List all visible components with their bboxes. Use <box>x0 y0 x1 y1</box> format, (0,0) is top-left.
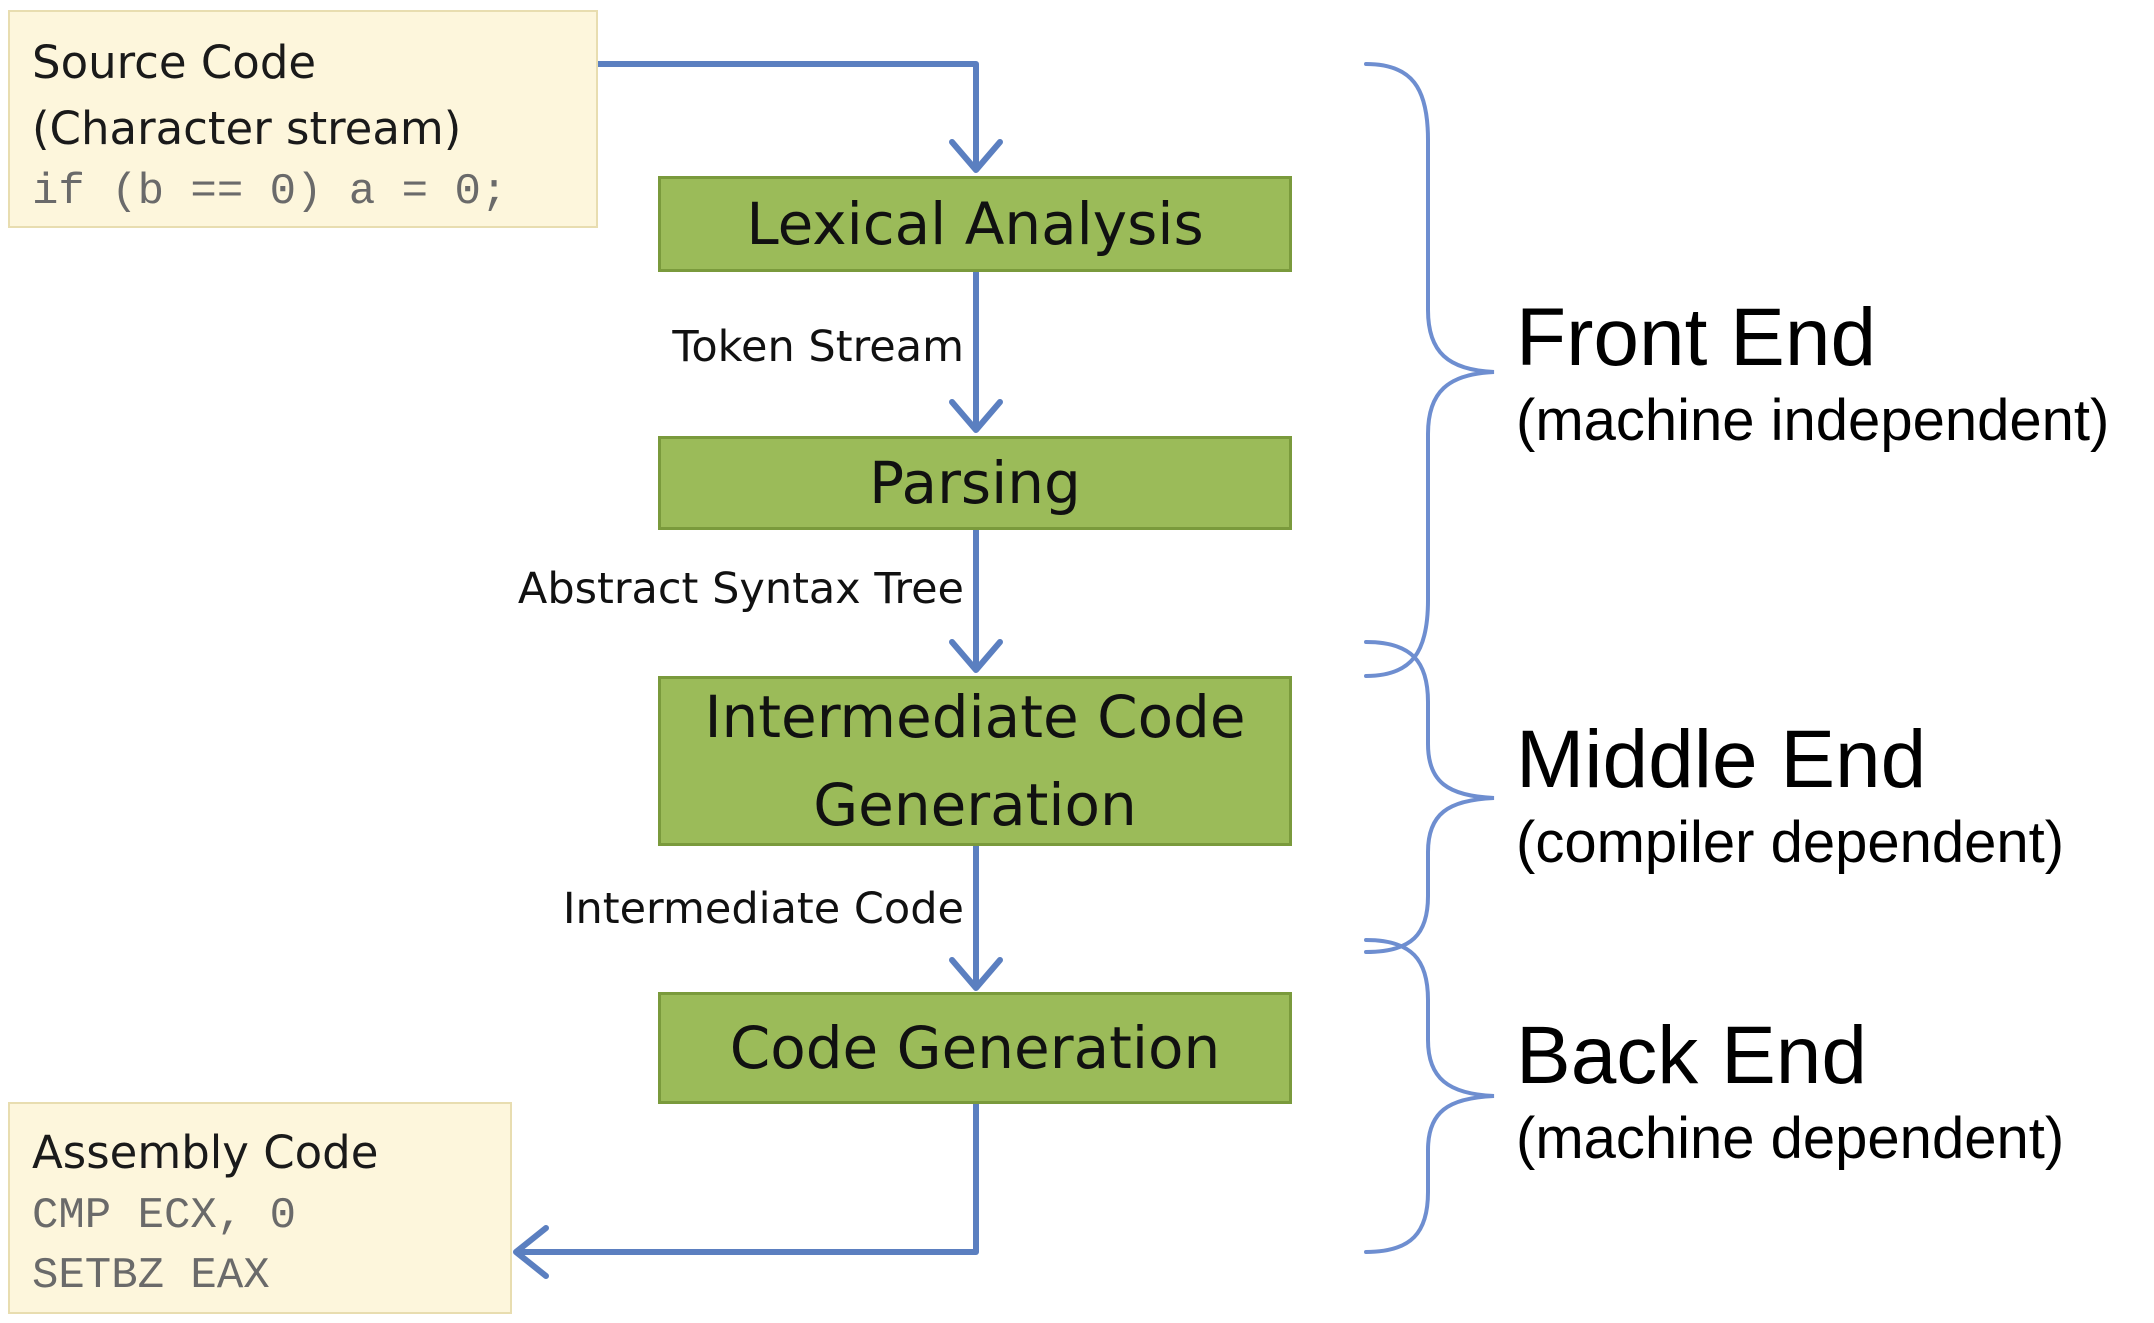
arrowhead-codegen <box>949 957 1003 991</box>
edge-label-intermediate-code: Intermediate Code <box>562 884 964 934</box>
assembly-code-line-2: SETBZ EAX <box>32 1251 270 1301</box>
stage-parsing-label: Parsing <box>869 449 1081 517</box>
phase-front-end-name: Front End <box>1516 292 1877 383</box>
source-code-snippet: if (b == 0) a = 0; <box>32 167 508 217</box>
edge-label-abstract-syntax-tree: Abstract Syntax Tree <box>517 564 964 614</box>
arrow-codegen-to-assembly <box>515 1101 979 1255</box>
phase-back-end-name: Back End <box>1516 1010 1867 1101</box>
phase-middle-end: Middle End (compiler dependent) <box>1516 714 2064 880</box>
stage-code-generation: Code Generation <box>658 992 1292 1104</box>
edge-label-token-stream: Token Stream <box>672 322 964 372</box>
stage-lexical-analysis-label: Lexical Analysis <box>746 190 1204 258</box>
phase-front-end-note: (machine independent) <box>1516 388 2110 453</box>
phase-front-end: Front End (machine independent) <box>1516 292 2109 458</box>
phase-back-end: Back End (machine dependent) <box>1516 1010 2064 1176</box>
assembly-code-title: Assembly Code <box>32 1126 379 1179</box>
arrow-source-to-lexical <box>595 61 979 171</box>
stage-intermediate-code-generation-label: Intermediate Code Generation <box>704 683 1246 839</box>
source-code-title: Source Code <box>32 36 317 89</box>
assembly-code-line-1: CMP ECX, 0 <box>32 1191 297 1241</box>
stage-parsing: Parsing <box>658 436 1292 530</box>
assembly-code-box: Assembly Code CMP ECX, 0 SETBZ EAX <box>8 1102 512 1314</box>
phase-back-end-note: (machine dependent) <box>1516 1106 2065 1171</box>
brace-back-end <box>1364 938 1495 1254</box>
phase-middle-end-name: Middle End <box>1516 714 1927 805</box>
stage-code-generation-label: Code Generation <box>729 1014 1221 1082</box>
source-code-subtitle: (Character stream) <box>32 102 462 155</box>
arrowhead-icg <box>949 639 1003 673</box>
arrowhead-lexical <box>949 139 1003 173</box>
stage-lexical-analysis: Lexical Analysis <box>658 176 1292 272</box>
arrowhead-assembly <box>513 1225 549 1279</box>
stage-intermediate-code-generation: Intermediate Code Generation <box>658 676 1292 846</box>
brace-front-end <box>1364 62 1495 678</box>
arrowhead-parsing <box>949 399 1003 433</box>
source-code-box: Source Code (Character stream) if (b == … <box>8 10 598 228</box>
phase-middle-end-note: (compiler dependent) <box>1516 810 2065 875</box>
brace-middle-end <box>1364 640 1495 954</box>
